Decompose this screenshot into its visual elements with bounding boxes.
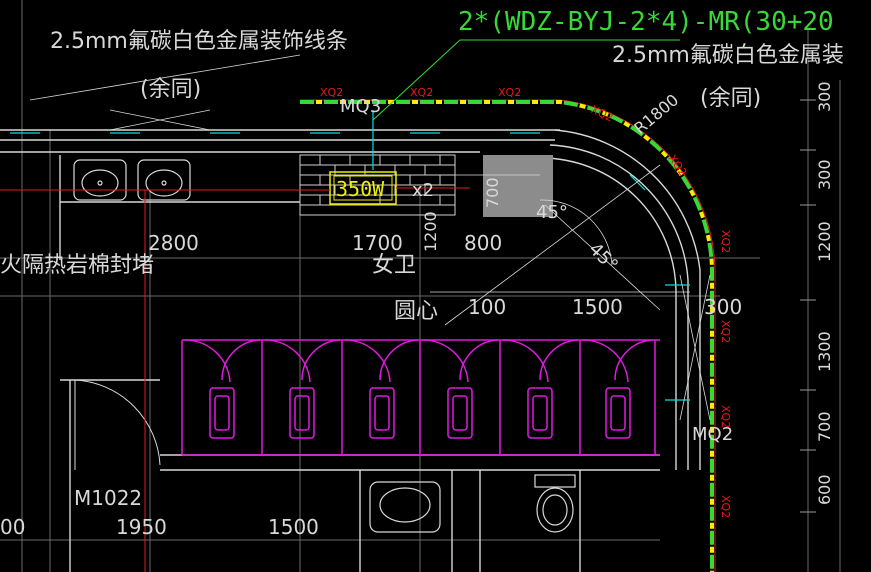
heater-qty: x2 — [412, 180, 434, 201]
radius-label: R1800 — [630, 90, 682, 138]
dim-top-2: 1700 — [352, 231, 403, 255]
circuit-tag: XQ2 — [666, 152, 690, 178]
circuit-tag: XQ2 — [719, 405, 732, 428]
leader-lines — [29, 54, 711, 421]
angle-a-label: 45° — [536, 202, 568, 223]
dim-top-3: 800 — [464, 231, 502, 255]
circuit-tag: XQ2 — [589, 103, 616, 125]
dim-mid-3: 300 — [704, 295, 742, 319]
circuit-tag: XQ2 — [320, 86, 343, 99]
circuit-tag: XQ2 — [719, 495, 732, 518]
firestop-label: 火隔热岩棉封堵 — [0, 253, 154, 278]
dim-vertical-mid: 1200 — [421, 211, 440, 252]
circuit-tag: XQ2 — [498, 86, 521, 99]
dim-right-2: 300 — [815, 159, 834, 190]
dim-bottom-2: 1950 — [116, 515, 167, 539]
dim-right-5: 700 — [815, 411, 834, 442]
walls — [0, 129, 701, 572]
same-note-left: (余同) — [140, 77, 201, 102]
room-label: 女卫 — [372, 253, 416, 278]
center-label: 圆心 — [394, 299, 438, 324]
annotations: 2.5mm氟碳白色金属装饰线条 (余同) 2*(WDZ-BYJ-2*4)-MR(… — [0, 7, 844, 539]
door-tag-left: M1022 — [74, 486, 142, 510]
door-swing-icon — [74, 379, 161, 470]
door-tag-right: MQ2 — [692, 424, 733, 445]
dim-right-4: 1300 — [815, 331, 834, 372]
circuit-tag: XQ2 — [410, 86, 433, 99]
dim-right-6: 600 — [815, 474, 834, 505]
dim-right-1: 300 — [815, 81, 834, 112]
heater-power: 350W — [336, 177, 385, 201]
dim-bottom-3: 1500 — [268, 515, 319, 539]
shaft-block — [483, 155, 553, 217]
urinal-partitions — [181, 339, 660, 456]
cable-leader — [372, 39, 680, 121]
dim-mid-1: 100 — [468, 295, 506, 319]
washbasin-icon — [73, 159, 441, 533]
dim-bottom-1: 00 — [0, 515, 25, 539]
dim-top-1: 2800 — [148, 231, 199, 255]
cable-run — [300, 100, 714, 572]
circuit-tag: XQ2 — [719, 230, 732, 253]
dim-right-3: 1200 — [815, 221, 834, 262]
trim-note-right: 2.5mm氟碳白色金属装 — [612, 43, 844, 68]
circuit-tag: XQ2 — [719, 320, 732, 343]
right-dim-ticks — [800, 99, 816, 513]
brick-wall — [299, 154, 456, 216]
cable-spec: 2*(WDZ-BYJ-2*4)-MR(30+20 — [458, 7, 834, 37]
urinal-icon — [209, 387, 631, 439]
heater-side-dim: 700 — [483, 177, 502, 208]
heater-inner — [333, 175, 393, 201]
dim-mid-2: 1500 — [572, 295, 623, 319]
same-note-right: (余同) — [700, 86, 761, 111]
toilet-icon — [534, 474, 576, 533]
door-tag-top: MQ3 — [340, 96, 381, 117]
trim-note-left: 2.5mm氟碳白色金属装饰线条 — [50, 29, 348, 54]
